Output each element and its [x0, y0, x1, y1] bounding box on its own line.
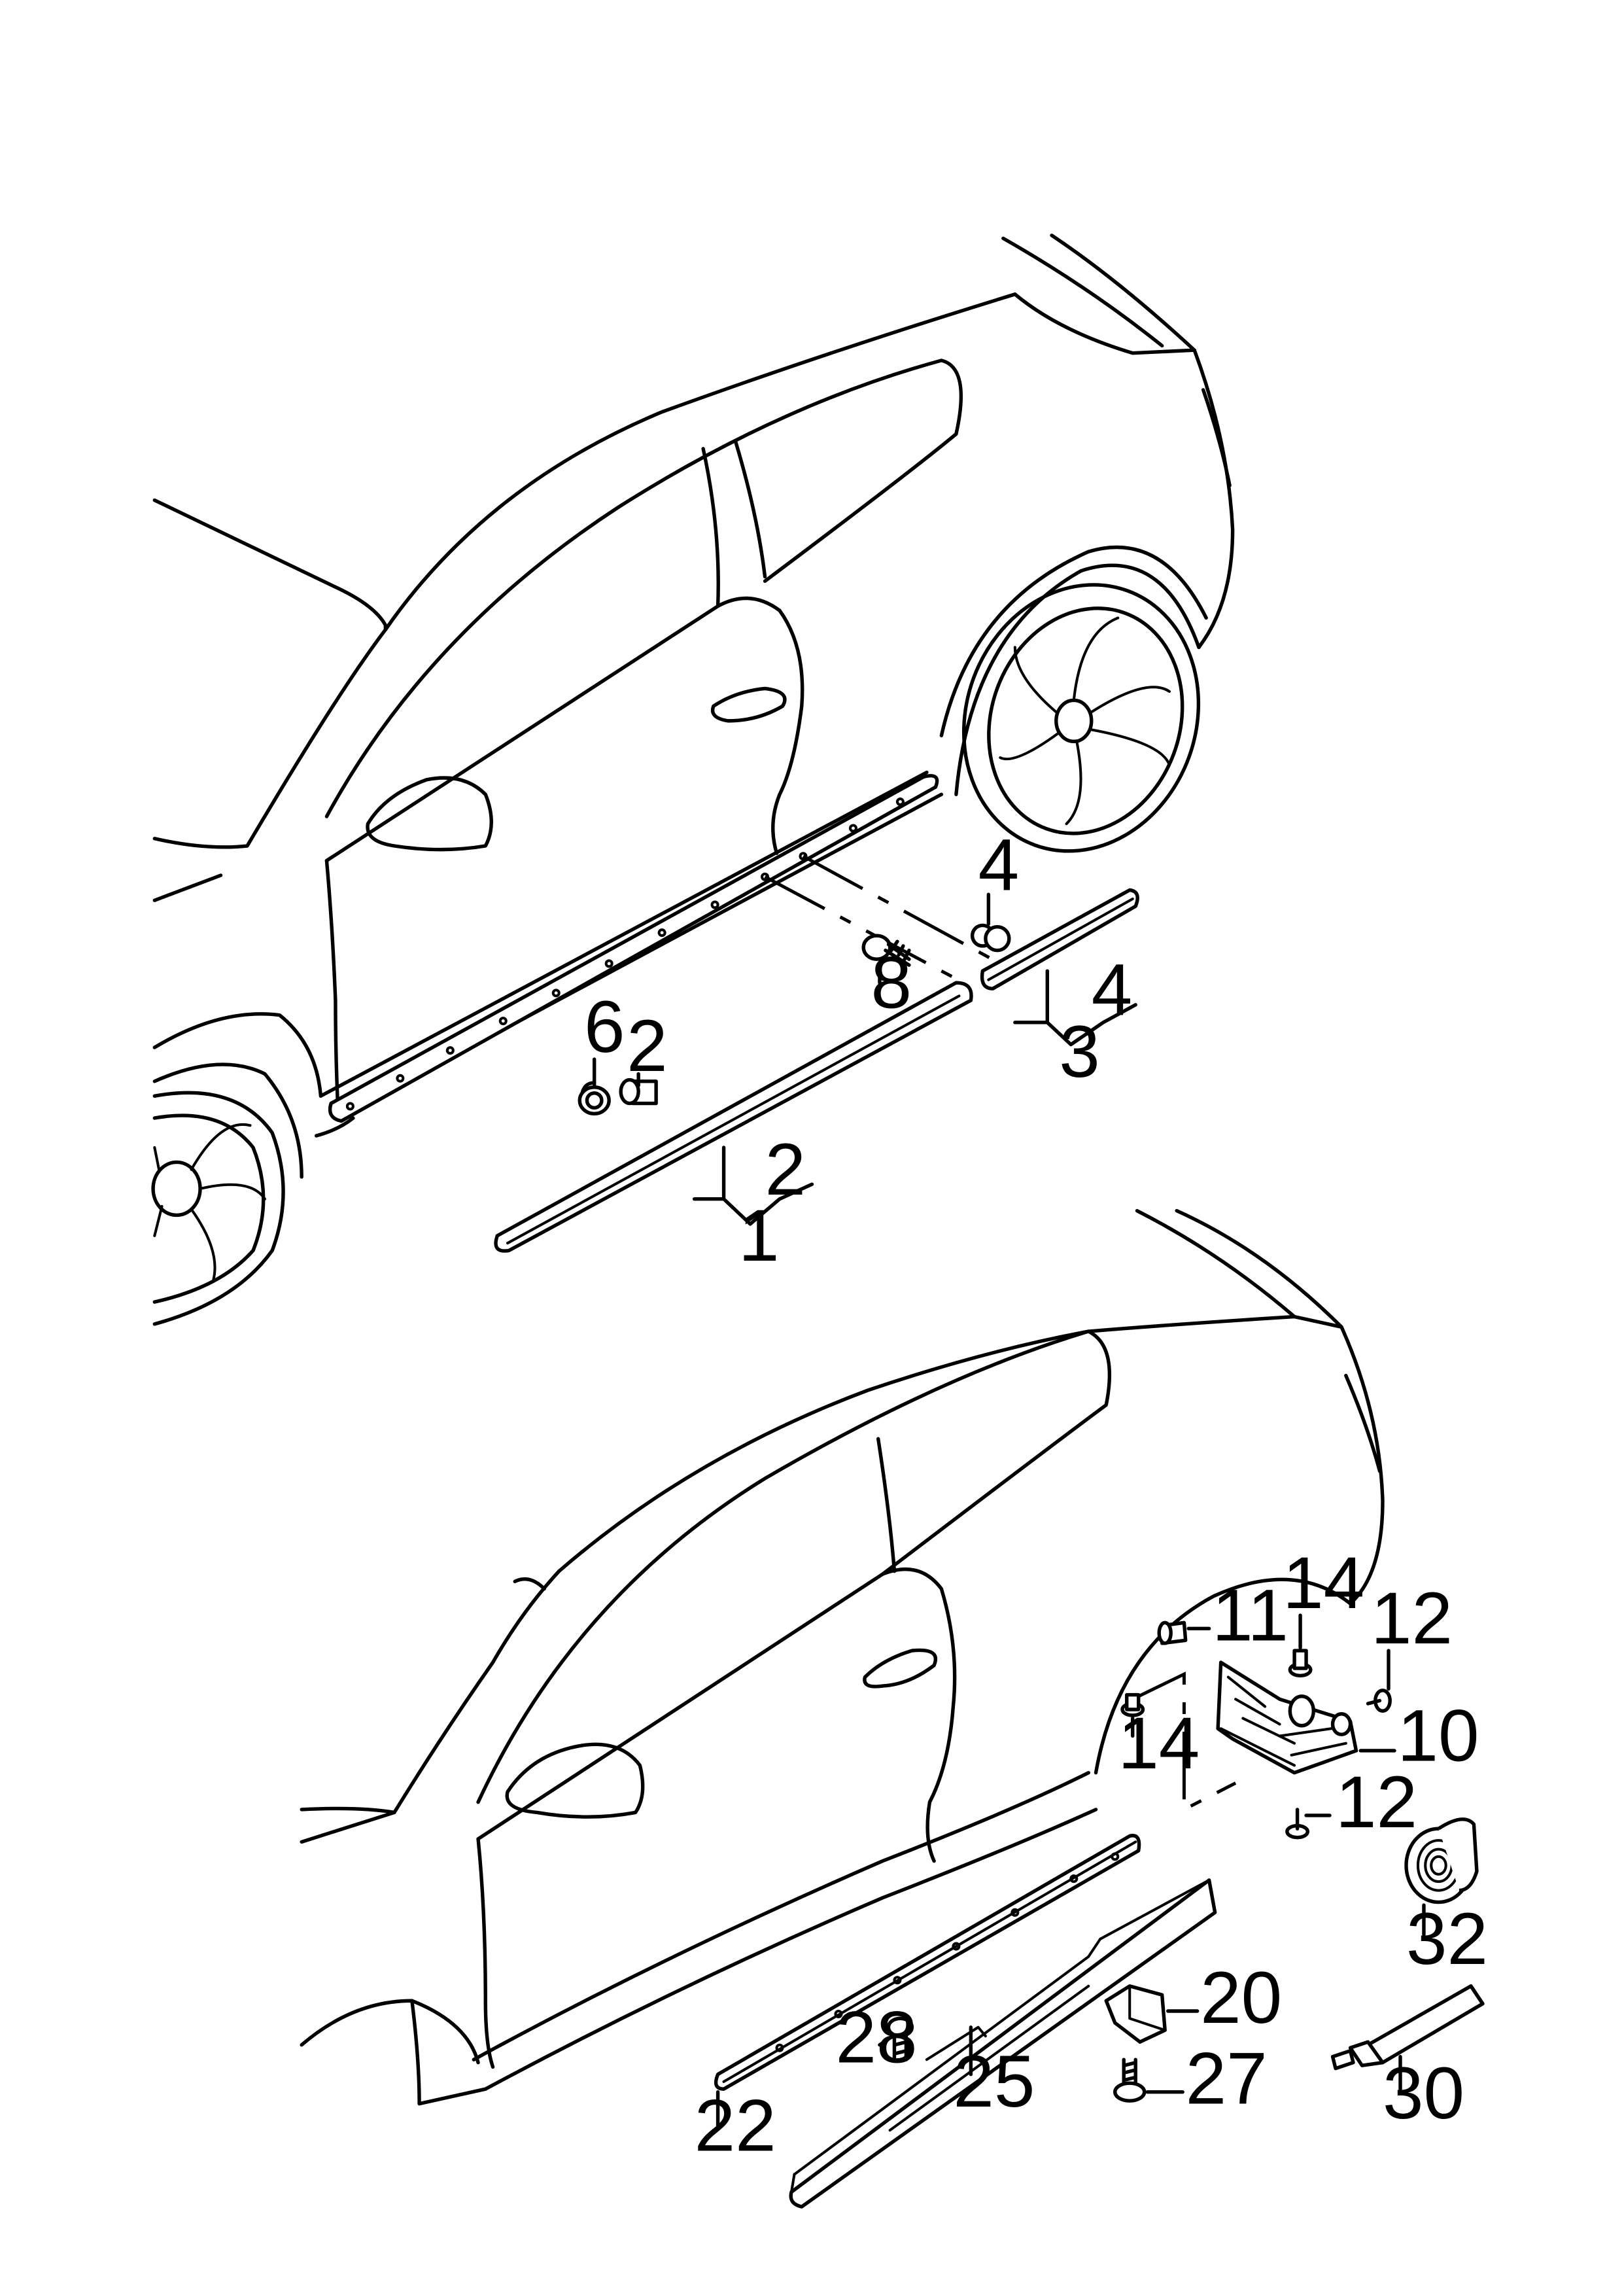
screw-28-icon — [886, 2016, 914, 2061]
bottom-leader-lines — [716, 1613, 1426, 2129]
clip-20-icon — [1104, 1984, 1167, 2044]
callout-14-bottom: 14 — [1118, 1702, 1200, 1784]
door-molding-rear — [980, 888, 1139, 990]
tape-roll-icon — [1404, 1817, 1479, 1904]
callout-30: 30 — [1383, 2052, 1464, 2134]
bottom-assembly-line-a — [1132, 1672, 1237, 1812]
callout-3: 3 — [1059, 1010, 1100, 1093]
callout-12-top: 12 — [1371, 1577, 1453, 1659]
clip-6-icon — [578, 1081, 611, 1115]
callout-1: 1 — [738, 1194, 780, 1276]
clip-14b-icon — [1120, 1692, 1145, 1717]
top-assembly-line-b — [802, 854, 1001, 966]
screw-12a-icon — [1366, 1689, 1392, 1713]
callout-8: 8 — [871, 941, 912, 1023]
door-molding-front — [494, 981, 973, 1253]
callout-11: 11 — [1212, 1573, 1288, 1656]
callout-2-bracket: 2 — [765, 1128, 806, 1210]
callout-4-bracket: 4 — [1092, 949, 1133, 1031]
callout-12-bottom: 12 — [1336, 1761, 1417, 1843]
callout-4-clip: 4 — [978, 823, 1020, 905]
top-sill-strip-on-car — [328, 774, 939, 1123]
clip-4-icon — [970, 923, 1011, 953]
callout-32: 32 — [1406, 1897, 1488, 1980]
callout-20: 20 — [1200, 1956, 1282, 2039]
callout-2-clip: 2 — [627, 1004, 668, 1087]
clip-2-icon — [619, 1077, 658, 1106]
callout-14-top: 14 — [1283, 1541, 1364, 1624]
top-car-outline — [151, 234, 1235, 1326]
callout-28: 28 — [835, 1996, 917, 2078]
bracket-10-icon — [1216, 1660, 1358, 1775]
adhesive-tube-icon — [1330, 1984, 1485, 2071]
top-leader-lines — [592, 892, 1137, 1226]
sill-strip-22 — [714, 1834, 1141, 2091]
sill-panel-25 — [789, 1878, 1217, 2209]
callout-6: 6 — [584, 985, 625, 1068]
callout-25: 25 — [953, 2040, 1035, 2122]
screw-27-icon — [1113, 2058, 1147, 2103]
callout-labels: 1 2 2 6 8 4 4 3 11 14 12 10 14 12 32 20 … — [584, 823, 1488, 2166]
callout-22: 22 — [695, 2084, 776, 2167]
callout-10: 10 — [1397, 1694, 1479, 1777]
bottom-car-outline — [300, 1208, 1385, 2106]
clip-14a-icon — [1288, 1649, 1313, 1677]
screw-8-icon — [861, 934, 911, 967]
top-assembly-line-a — [764, 875, 965, 985]
callout-27: 27 — [1186, 2037, 1268, 2120]
screw-12b-icon — [1285, 1808, 1310, 1840]
clip-11-icon — [1157, 1621, 1188, 1645]
